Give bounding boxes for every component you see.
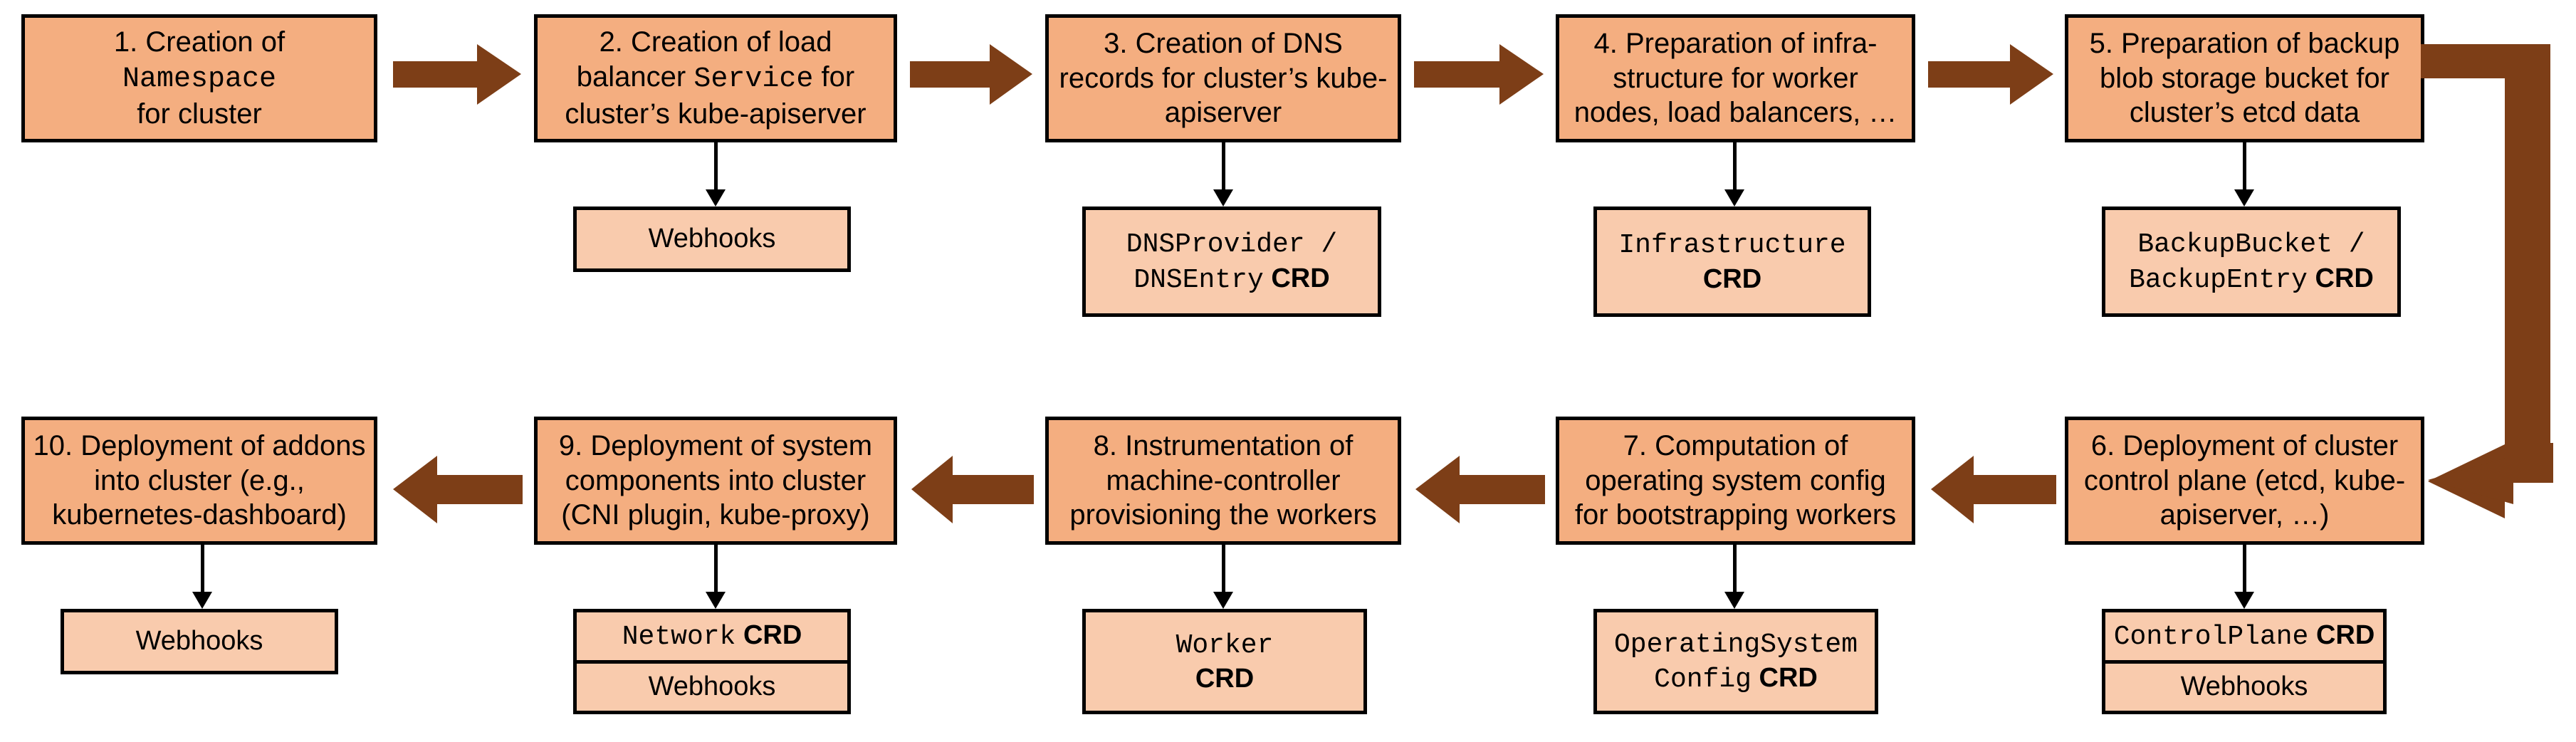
step-3-label: 3. Creation of DNS records for cluster’s…	[1059, 27, 1388, 129]
flow-arrow-9-to-10	[393, 456, 523, 523]
step-7-label: 7. Computation of operating system confi…	[1574, 429, 1897, 531]
artifact-box-dns-crd[interactable]: DNSProvider /DNSEntry CRD	[1082, 207, 1381, 317]
step-5-label: 5. Preparation of backup blob storage bu…	[2089, 27, 2400, 129]
flow-arrow-3-to-4	[1414, 44, 1544, 105]
step-box-8[interactable]: 8. Instrumentation of machine-controller…	[1045, 417, 1401, 545]
flow-arrow-6-to-7	[1931, 456, 2056, 523]
controlplane-crd-label: ControlPlane CRD	[2113, 620, 2375, 652]
artifact-row-webhooks[interactable]: Webhooks	[2105, 659, 2383, 711]
flow-arrow-1-to-2	[393, 44, 521, 105]
artifact-row-webhooks[interactable]: Webhooks	[577, 659, 847, 711]
artifact-row-controlplane-crd[interactable]: ControlPlane CRD	[2105, 612, 2383, 660]
network-crd-label: Network CRD	[622, 620, 802, 652]
step-box-9[interactable]: 9. Deployment of system components into …	[534, 417, 897, 545]
webhooks-label: Webhooks	[648, 672, 776, 702]
artifact-box-step2-webhooks[interactable]: Webhooks	[573, 207, 851, 272]
artifact-box-step10-webhooks[interactable]: Webhooks	[61, 609, 338, 674]
webhooks-label: Webhooks	[135, 626, 263, 657]
backup-crd-label: BackupBucket /BackupEntry CRD	[2129, 229, 2374, 296]
artifact-row-network-crd[interactable]: Network CRD	[577, 612, 847, 660]
step-8-label: 8. Instrumentation of machine-controller…	[1069, 429, 1377, 531]
step-box-7[interactable]: 7. Computation of operating system confi…	[1556, 417, 1915, 545]
step-4-label: 4. Preparation of infra-structure for wo…	[1574, 27, 1897, 129]
step-box-6[interactable]: 6. Deployment of cluster control plane (…	[2065, 417, 2424, 545]
webhooks-label: Webhooks	[648, 224, 776, 254]
dns-crd-label: DNSProvider /DNSEntry CRD	[1126, 229, 1338, 296]
step-box-10[interactable]: 10. Deployment of addons into cluster (e…	[21, 417, 377, 545]
artifact-box-backup-crd[interactable]: BackupBucket /BackupEntry CRD	[2102, 207, 2401, 317]
step-10-label: 10. Deployment of addons into cluster (e…	[33, 429, 366, 531]
step-box-3[interactable]: 3. Creation of DNS records for cluster’s…	[1045, 14, 1401, 142]
flow-arrow-8-to-9	[911, 456, 1034, 523]
step-6-label: 6. Deployment of cluster control plane (…	[2083, 429, 2406, 531]
flow-arrow-7-to-8	[1415, 456, 1545, 523]
step-9-label: 9. Deployment of system components into …	[558, 429, 873, 531]
webhooks-label: Webhooks	[2180, 672, 2308, 702]
flow-arrow-5-to-6-elbow	[2421, 44, 2574, 535]
artifact-stack-step9[interactable]: Network CRD Webhooks	[573, 609, 851, 714]
artifact-stack-step6[interactable]: ControlPlane CRD Webhooks	[2102, 609, 2387, 714]
flow-arrow-4-to-5	[1928, 44, 2053, 105]
step-box-4[interactable]: 4. Preparation of infra-structure for wo…	[1556, 14, 1915, 142]
step-box-5[interactable]: 5. Preparation of backup blob storage bu…	[2065, 14, 2424, 142]
flow-arrow-2-to-3	[910, 44, 1032, 105]
